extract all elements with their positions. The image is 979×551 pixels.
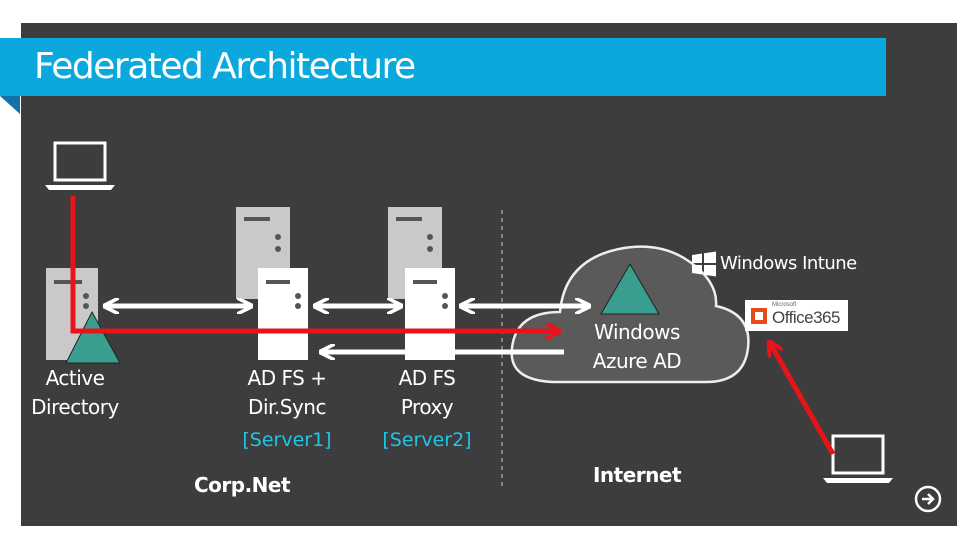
active-directory-triangle — [65, 310, 121, 364]
server-icon — [405, 268, 455, 360]
office365-label: Office365 — [772, 308, 840, 327]
auth-flow-internet — [770, 343, 836, 456]
slide-background — [21, 23, 957, 526]
internet-zone-label: Internet — [592, 463, 682, 487]
azure-ad-triangle — [600, 263, 660, 315]
title-bar-tab — [0, 38, 22, 96]
adfs-proxy-label: AD FS Proxy — [398, 366, 456, 419]
corpnet-zone-label: Corp.Net — [193, 473, 291, 497]
windows-intune-label: Windows Intune — [720, 253, 857, 274]
title-bar — [0, 38, 886, 96]
next-arrow-icon[interactable] — [914, 485, 942, 513]
auth-flow-corpnet — [70, 196, 558, 331]
active-directory-label: Active Directory — [31, 366, 119, 419]
azure-ad-label: Windows Azure AD — [592, 320, 682, 373]
title-bar-corner — [0, 96, 20, 114]
server-icon — [258, 268, 308, 360]
office-logo-icon — [751, 308, 767, 324]
office365-brand-small: Microsoft — [772, 302, 797, 308]
adfs-dirsync-label: AD FS + Dir.Sync — [247, 366, 327, 419]
laptop-icon — [823, 434, 893, 483]
windows-logo-icon — [692, 251, 716, 277]
laptop-icon — [45, 141, 115, 190]
adfs-dirsync-server-label: [Server1] — [242, 429, 332, 451]
slide-title: Federated Architecture — [34, 46, 416, 87]
office365-logo: Microsoft Office365 — [745, 300, 848, 331]
adfs-proxy-server-label: [Server2] — [382, 429, 472, 451]
